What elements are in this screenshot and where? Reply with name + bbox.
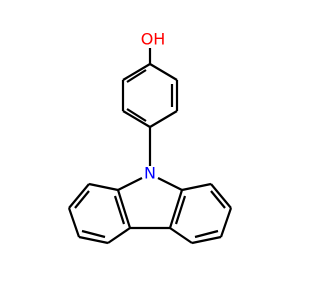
double-bond xyxy=(113,195,126,225)
phenol-ring xyxy=(121,63,179,128)
bond xyxy=(219,207,233,238)
bond xyxy=(88,182,119,192)
double-bond xyxy=(174,195,187,225)
bond xyxy=(122,63,151,81)
bond xyxy=(107,227,131,244)
bond xyxy=(78,235,109,245)
bond xyxy=(210,183,232,209)
double-bond xyxy=(126,69,147,83)
pyrrole-ring xyxy=(116,177,184,230)
structure-diagram: OH N xyxy=(67,30,233,245)
double-bond xyxy=(81,229,106,239)
bond xyxy=(191,235,222,245)
bond xyxy=(117,177,143,191)
left-benzene-ring xyxy=(67,182,131,245)
hydroxyl-label: OH xyxy=(141,30,166,49)
bond xyxy=(149,110,178,128)
bond xyxy=(67,207,81,238)
bond xyxy=(122,110,151,128)
bond xyxy=(116,189,132,229)
bond xyxy=(157,177,183,191)
double-bond xyxy=(74,190,90,209)
right-benzene-ring xyxy=(169,182,233,245)
bond xyxy=(168,189,184,229)
bond xyxy=(149,63,178,81)
double-bond xyxy=(126,108,147,122)
bond xyxy=(181,182,212,192)
nitrogen-label: N xyxy=(144,164,156,183)
bond xyxy=(169,227,193,244)
double-bond xyxy=(194,229,219,239)
bond xyxy=(68,183,90,209)
double-bond xyxy=(210,190,226,209)
